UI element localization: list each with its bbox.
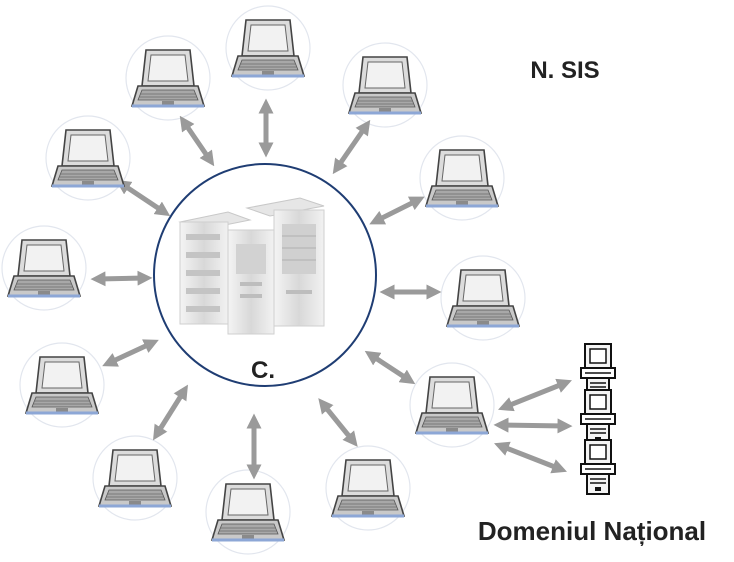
link-arrow <box>179 115 215 167</box>
link-arrow <box>493 417 573 434</box>
link-arrow <box>318 398 358 447</box>
link-arrow <box>369 196 425 225</box>
link-arrow <box>115 179 171 217</box>
central-node-label: C. <box>251 357 275 384</box>
central-node: C. <box>153 163 377 387</box>
desktop-pc-icon <box>580 439 616 495</box>
link-arrow <box>494 441 567 474</box>
link-arrow <box>102 339 159 367</box>
national-domain-label: Domeniul Național <box>478 516 706 546</box>
link-arrow <box>332 119 371 175</box>
link-arrow <box>498 378 572 412</box>
network-title: N. SIS <box>530 57 599 84</box>
link-arrow <box>153 384 188 441</box>
server-rack-icon <box>178 197 325 335</box>
national-domain-nodes <box>580 343 616 495</box>
desktop-pc-icon <box>580 389 616 445</box>
link-arrow <box>364 350 416 385</box>
link-arrow <box>90 270 153 287</box>
connection-arrows <box>90 98 573 480</box>
